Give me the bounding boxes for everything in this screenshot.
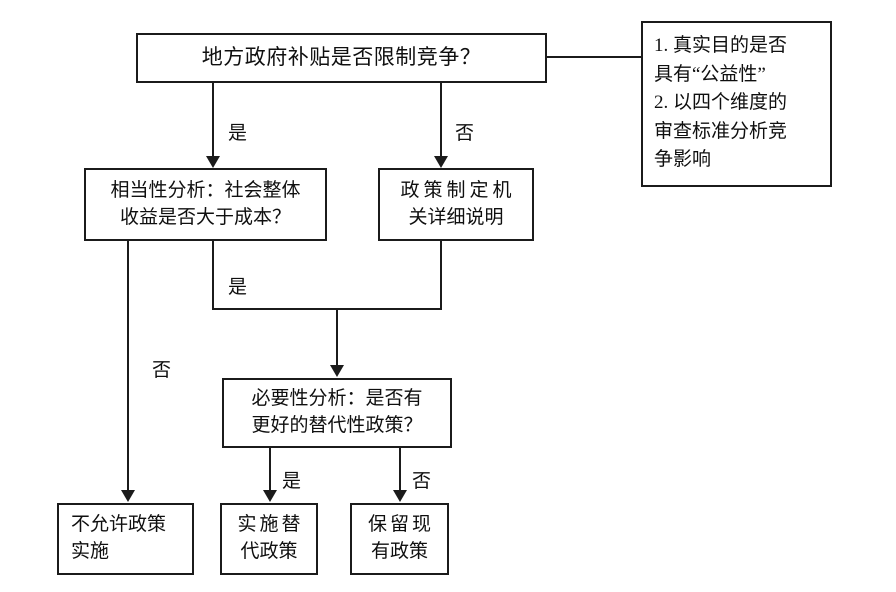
connector-explanation-down	[440, 241, 442, 309]
connector-root-to-criteria	[547, 56, 641, 58]
node-implement-alternative-policy[interactable]: 实施替 代政策	[220, 503, 318, 575]
alternative-line-2: 代政策	[240, 541, 298, 562]
arrowhead-necessity-no-to-keep	[393, 490, 407, 502]
edge-label-necessity-yes: 是	[282, 471, 302, 492]
node-root-question[interactable]: 地方政府补贴是否限制竞争？	[136, 33, 547, 83]
arrowhead-root-to-proportionality	[206, 156, 220, 168]
proportionality-line-2: 收益是否大于成本？	[119, 206, 291, 228]
proportionality-line-1: 相当性分析：社会整体	[110, 179, 301, 201]
explanation-line-2: 关详细说明	[408, 206, 504, 228]
keep-line-2: 有政策	[370, 541, 428, 562]
connector-necessity-no-to-keep	[399, 448, 401, 491]
connector-proportionality-yes-down	[212, 241, 214, 309]
arrowhead-proportionality-no-to-disallow	[121, 490, 135, 502]
necessity-line-1: 必要性分析：是否有	[251, 388, 423, 410]
connector-proportionality-no-to-disallow	[127, 241, 129, 491]
node-proportionality-analysis[interactable]: 相当性分析：社会整体 收益是否大于成本？	[84, 168, 327, 241]
disallow-line-2: 实施	[71, 541, 110, 562]
connector-merge-horizontal	[212, 308, 442, 310]
alternative-line-1: 实施替	[237, 514, 304, 536]
node-necessity-analysis[interactable]: 必要性分析：是否有 更好的替代性政策？	[222, 378, 452, 448]
node-disallow-policy[interactable]: 不允许政策 实施	[57, 503, 194, 575]
explanation-line-1: 政策制定机	[400, 179, 516, 201]
arrowhead-necessity-yes-to-alternative	[263, 490, 277, 502]
necessity-line-2: 更好的替代性政策？	[251, 415, 423, 436]
edge-label-proportionality-no: 否	[152, 360, 172, 381]
node-keep-existing-policy[interactable]: 保留现 有政策	[350, 503, 449, 575]
keep-line-1: 保留现	[367, 514, 434, 536]
criteria-line-2: 具有“公益性”	[654, 63, 766, 85]
criteria-line-4: 审查标准分析竞	[654, 120, 788, 142]
connector-necessity-yes-to-alternative	[269, 448, 271, 491]
criteria-line-3: 2. 以四个维度的	[654, 92, 788, 113]
connector-root-to-proportionality	[212, 83, 214, 156]
connector-merge-to-necessity	[336, 308, 338, 366]
node-criteria-annotation[interactable]: 1. 真实目的是否 具有“公益性” 2. 以四个维度的 审查标准分析竞 争影响	[641, 21, 832, 187]
node-root-question-text: 地方政府补贴是否限制竞争？	[201, 45, 482, 70]
edge-label-root-no: 否	[455, 123, 475, 144]
criteria-line-1: 1. 真实目的是否	[654, 35, 788, 56]
arrowhead-merge-to-necessity	[330, 365, 344, 377]
disallow-line-1: 不允许政策	[71, 514, 167, 536]
criteria-line-5: 争影响	[654, 149, 712, 170]
edge-label-merge-yes: 是	[228, 277, 248, 298]
arrowhead-root-to-explanation	[434, 156, 448, 168]
edge-label-necessity-no: 否	[412, 471, 432, 492]
connector-root-to-explanation	[440, 83, 442, 156]
edge-label-root-yes: 是	[228, 123, 248, 144]
node-policy-maker-explanation[interactable]: 政策制定机 关详细说明	[378, 168, 534, 241]
